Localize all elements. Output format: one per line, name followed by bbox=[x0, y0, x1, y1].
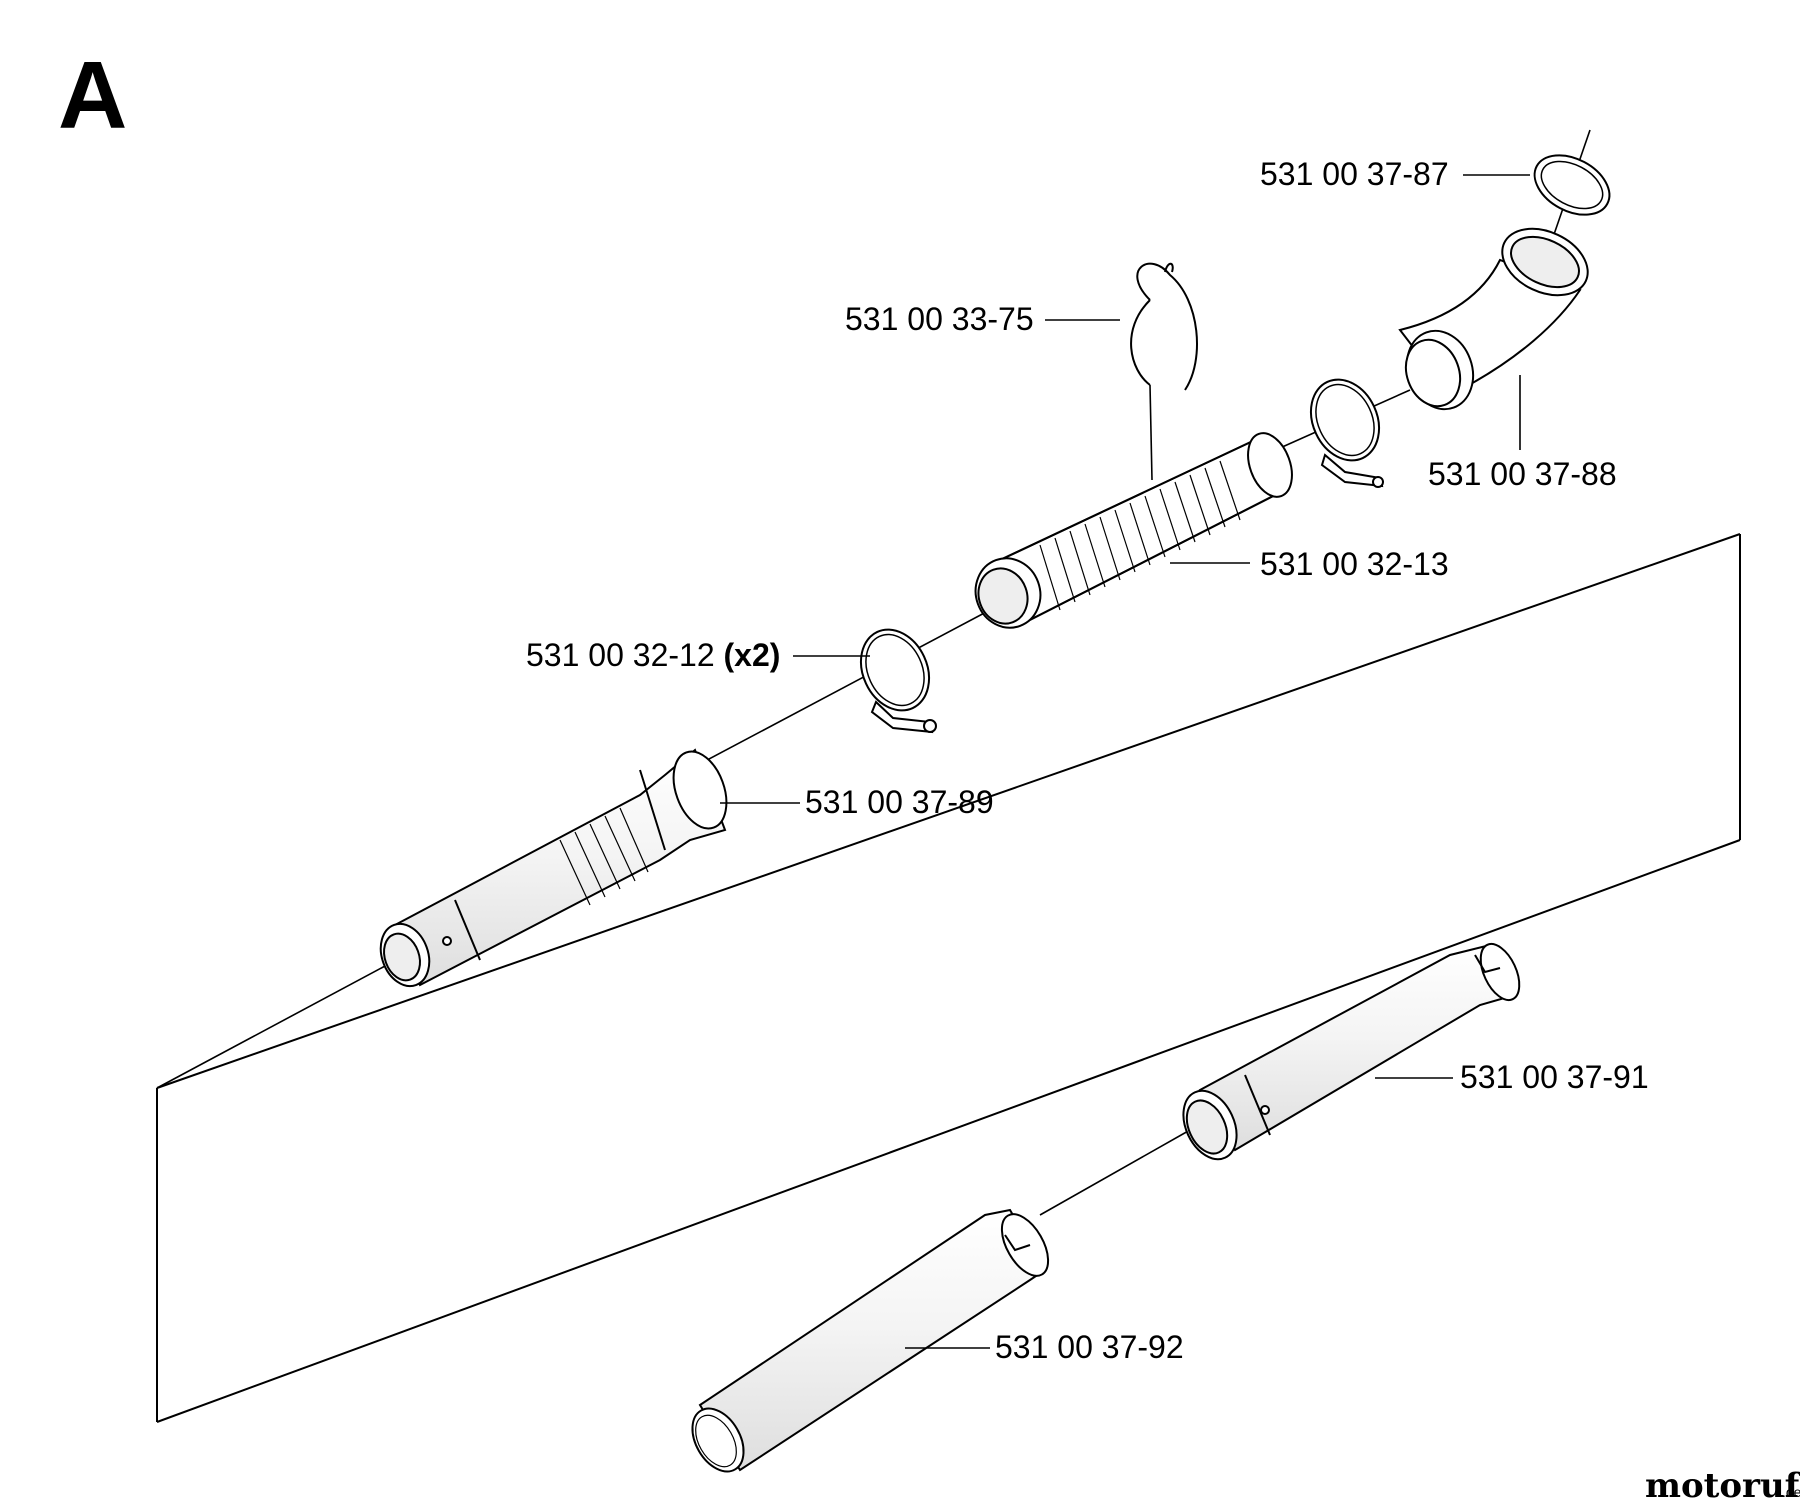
clamp-quantity: (x2) bbox=[724, 637, 781, 673]
corrugated-hose-part bbox=[974, 432, 1293, 629]
part-label-nozzle-tube: 531 00 37-92 bbox=[995, 1329, 1184, 1365]
part-label-seal: 531 00 33-75 bbox=[845, 301, 1034, 337]
part-label-hose: 531 00 32-13 bbox=[1260, 546, 1449, 582]
nozzle-tube-part bbox=[691, 1208, 1050, 1473]
o-ring-part bbox=[1533, 154, 1611, 216]
elbow-part bbox=[1398, 227, 1589, 411]
assembly-frame bbox=[156, 533, 1741, 1423]
watermark-logo: motoruf .de bbox=[1645, 1466, 1800, 1506]
handle-tube-part bbox=[379, 748, 728, 988]
leader-lines bbox=[720, 174, 1530, 1349]
part-label-handle-tube: 531 00 37-89 bbox=[805, 784, 994, 820]
hose-clamp-upper bbox=[1309, 378, 1384, 488]
part-label-mid-tube: 531 00 37-91 bbox=[1460, 1059, 1649, 1095]
part-label-elbow: 531 00 37-88 bbox=[1428, 456, 1617, 492]
part-labels: 531 00 37-87 531 00 33-75 531 00 37-88 5… bbox=[526, 156, 1649, 1365]
part-label-ring: 531 00 37-87 bbox=[1260, 156, 1449, 192]
hose-clamp-lower bbox=[859, 628, 937, 734]
section-letter: A bbox=[58, 42, 127, 149]
clamp-part-number: 531 00 32-12 bbox=[526, 637, 715, 673]
mid-tube-part bbox=[1182, 942, 1521, 1161]
watermark-text: motoruf bbox=[1645, 1466, 1800, 1506]
watermark-suffix: .de bbox=[1782, 1484, 1800, 1500]
seal-part bbox=[1130, 262, 1198, 481]
part-label-clamp: 531 00 32-12 (x2) bbox=[526, 637, 780, 673]
